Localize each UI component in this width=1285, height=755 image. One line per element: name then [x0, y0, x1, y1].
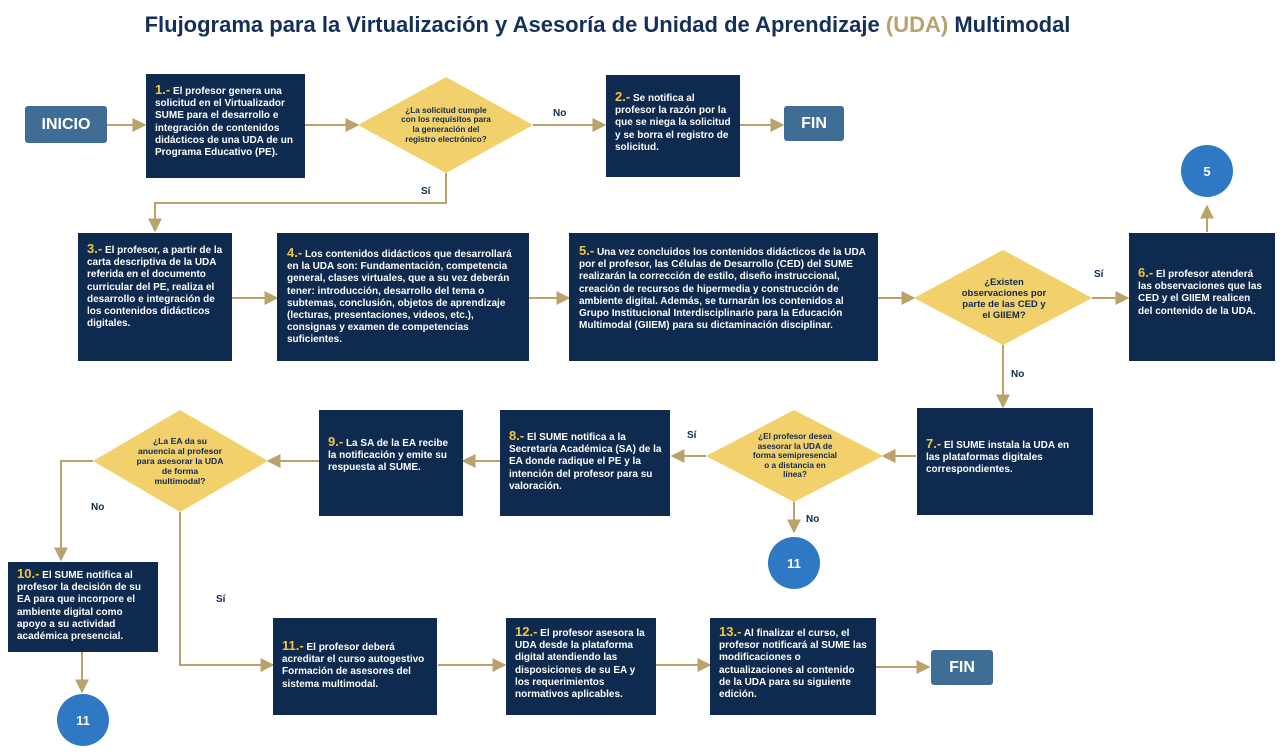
step-box-13: 13.- Al finalizar el curso, el profesor …: [710, 618, 876, 715]
fin-terminal-top: FIN: [784, 106, 844, 141]
label-d2-si: Sí: [1094, 269, 1104, 280]
label-d3-no: No: [806, 514, 820, 525]
decision-diamond-2: [914, 250, 1092, 345]
step-box-6: 6.- El profesor atenderá las observacion…: [1129, 233, 1275, 361]
step-number: 8.-: [509, 428, 525, 443]
step-box-3: 3.- El profesor, a partir de la carta de…: [78, 233, 232, 361]
step-number: 3.-: [87, 241, 103, 256]
step-box-4: 4.- Los contenidos didácticos que desarr…: [277, 233, 529, 361]
label-d4-no: No: [91, 502, 105, 513]
step-number: 1.-: [155, 82, 171, 97]
label-d4-si: Sí: [216, 594, 226, 605]
decision-diamond-4: [93, 410, 268, 512]
decision-text-4: ¿La EA da su anuencia al profesor para a…: [136, 436, 224, 486]
label-d1-no: No: [553, 108, 567, 119]
step-number: 12.-: [515, 624, 538, 639]
step-text: Se notifica al profesor la razón por la …: [615, 93, 731, 153]
step-text: El profesor atenderá las observaciones q…: [1138, 269, 1262, 317]
step-text: El SUME notifica a la Secretaría Académi…: [509, 432, 662, 492]
decision-diamond-3: [706, 410, 883, 502]
connector-11-lower: 11: [57, 694, 109, 746]
title-end: Multimodal: [948, 12, 1071, 37]
inicio-terminal: INICIO: [25, 106, 107, 143]
step-box-8: 8.- El SUME notifica a la Secretaría Aca…: [500, 410, 670, 516]
label-d3-si: Sí: [687, 430, 697, 441]
step-text: El SUME notifica al profesor la decisión…: [17, 570, 141, 643]
step-box-7: 7.- El SUME instala la UDA en las plataf…: [917, 408, 1093, 515]
step-box-10: 10.- El SUME notifica al profesor la dec…: [8, 562, 158, 652]
title-main: Flujograma para la Virtualización y Ases…: [144, 12, 886, 37]
arrow-d4-s11: [179, 512, 275, 672]
step-text: El SUME instala la UDA en las plataforma…: [926, 440, 1070, 476]
step-text: El profesor asesora la UDA desde la plat…: [515, 628, 645, 701]
decision-text-2: ¿Existen observaciones por parte de las …: [961, 276, 1047, 322]
arrow-d1-s3: [148, 173, 447, 233]
step-number: 10.-: [17, 566, 40, 581]
step-text: El profesor deberá acreditar el curso au…: [282, 642, 425, 690]
step-number: 7.-: [926, 436, 942, 451]
step-number: 9.-: [328, 434, 344, 449]
step-number: 6.-: [1138, 265, 1154, 280]
step-text: Al finalizar el curso, el profesor notif…: [719, 628, 867, 701]
title-highlight: (UDA): [885, 12, 949, 37]
step-number: 11.-: [282, 638, 304, 653]
step-text: Una vez concluidos los contenidos didáct…: [579, 247, 866, 332]
step-number: 13.-: [719, 624, 742, 639]
step-number: 2.-: [615, 89, 631, 104]
step-text: El profesor, a partir de la carta descri…: [87, 245, 223, 330]
step-text: El profesor genera una solicitud en el V…: [155, 86, 293, 159]
step-box-12: 12.- El profesor asesora la UDA desde la…: [506, 618, 656, 715]
step-text: Los contenidos didácticos que desarrolla…: [287, 249, 512, 346]
decision-text-1: ¿La solicitud cumple con los requisitos …: [401, 105, 491, 144]
step-box-5: 5.- Una vez concluidos los contenidos di…: [569, 233, 878, 361]
step-box-11: 11.- El profesor deberá acreditar el cur…: [273, 618, 437, 715]
step-number: 4.-: [287, 245, 303, 260]
connector-5: 5: [1181, 145, 1233, 197]
page-title: Flujograma para la Virtualización y Ases…: [0, 12, 1215, 38]
label-d1-si: Sí: [421, 186, 431, 197]
label-d2-no: No: [1011, 369, 1025, 380]
step-box-9: 9.- La SA de la EA recibe la notificació…: [319, 410, 463, 516]
decision-text-3: ¿El profesor desea asesorar la UDA de fo…: [752, 432, 838, 480]
connector-11-upper: 11: [768, 537, 820, 589]
step-number: 5.-: [579, 243, 595, 258]
decision-diamond-1: [358, 77, 533, 173]
arrow-d4-s10: [54, 460, 93, 562]
fin-terminal-bottom: FIN: [931, 650, 993, 685]
step-box-2: 2.- Se notifica al profesor la razón por…: [606, 75, 740, 177]
step-text: La SA de la EA recibe la notificación y …: [328, 438, 449, 474]
step-box-1: 1.- El profesor genera una solicitud en …: [146, 74, 305, 178]
